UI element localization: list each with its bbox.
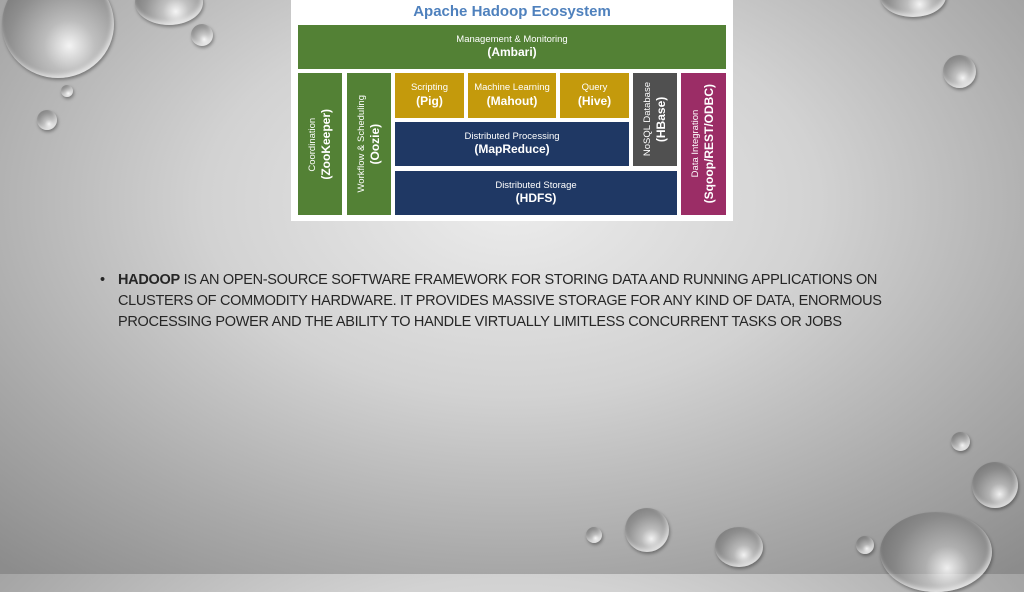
- water-drop-decoration: [61, 85, 73, 97]
- block-tool: (ZooKeeper): [318, 108, 333, 180]
- block-pig: Scripting (Pig): [395, 73, 464, 118]
- block-label: Workflow & Scheduling: [355, 95, 367, 193]
- water-drop-decoration: [191, 24, 213, 46]
- block-tool: (Hive): [577, 93, 612, 108]
- water-drop-decoration: [625, 508, 669, 552]
- block-label: Machine Learning: [474, 82, 550, 94]
- block-ambari: Management & Monitoring (Ambari): [298, 25, 726, 69]
- bullet-icon: •: [100, 272, 105, 288]
- water-drop-decoration: [586, 527, 602, 543]
- water-drop-decoration: [135, 0, 203, 25]
- block-tool: (Oozie): [367, 123, 382, 165]
- block-tool: (Ambari): [487, 45, 537, 60]
- block-tool: (MapReduce): [474, 142, 550, 157]
- water-drop-decoration: [880, 0, 946, 17]
- block-mapreduce: Distributed Processing (MapReduce): [395, 122, 629, 166]
- diagram-title: Apache Hadoop Ecosystem: [413, 3, 611, 20]
- block-hdfs: Distributed Storage (HDFS): [395, 171, 677, 215]
- bold-term: HADOOP: [118, 272, 180, 288]
- text-line: PROCESSING POWER AND THE ABILITY TO HAND…: [118, 314, 842, 330]
- block-label: Data Integration: [690, 110, 702, 178]
- text-line: CLUSTERS OF COMMODITY HARDWARE. IT PROVI…: [118, 293, 882, 309]
- text-span: IS AN OPEN-SOURCE SOFTWARE FRAMEWORK FOR…: [179, 272, 878, 288]
- water-drop-decoration: [951, 432, 970, 451]
- block-mahout: Machine Learning (Mahout): [468, 73, 556, 118]
- water-drop-decoration: [715, 527, 763, 567]
- hadoop-ecosystem-diagram: Apache Hadoop Ecosystem Management & Mon…: [291, 0, 733, 221]
- block-label: Coordination: [306, 117, 318, 171]
- water-drop-decoration: [37, 110, 57, 130]
- water-drop-decoration: [2, 0, 114, 78]
- text-line: HADOOP IS AN OPEN-SOURCE SOFTWARE FRAMEW…: [100, 270, 882, 291]
- water-drop-decoration: [880, 512, 992, 592]
- water-drop-decoration: [856, 536, 874, 554]
- block-tool: (HBase): [653, 96, 668, 143]
- block-hbase: NoSQL Database (HBase): [633, 73, 677, 166]
- block-tool: (Pig): [416, 93, 443, 108]
- block-label: Query: [581, 82, 608, 94]
- block-hive: Query (Hive): [560, 73, 629, 118]
- block-label: Distributed Processing: [464, 130, 560, 142]
- block-tool: (Sqoop/REST/ODBC): [701, 84, 716, 204]
- block-oozie: Workflow & Scheduling (Oozie): [347, 73, 391, 215]
- block-data-integration: Data Integration (Sqoop/REST/ODBC): [681, 73, 726, 215]
- bullet-paragraph: • HADOOP IS AN OPEN-SOURCE SOFTWARE FRAM…: [100, 270, 882, 333]
- block-tool: (Mahout): [486, 93, 538, 108]
- block-label: Distributed Storage: [495, 179, 577, 191]
- block-label: Scripting: [411, 82, 448, 94]
- block-label: Management & Monitoring: [456, 33, 568, 45]
- block-zookeeper: Coordination (ZooKeeper): [298, 73, 342, 215]
- block-label: NoSQL Database: [641, 82, 653, 157]
- block-tool: (HDFS): [515, 191, 557, 206]
- water-drop-decoration: [943, 55, 976, 88]
- water-drop-decoration: [972, 462, 1018, 508]
